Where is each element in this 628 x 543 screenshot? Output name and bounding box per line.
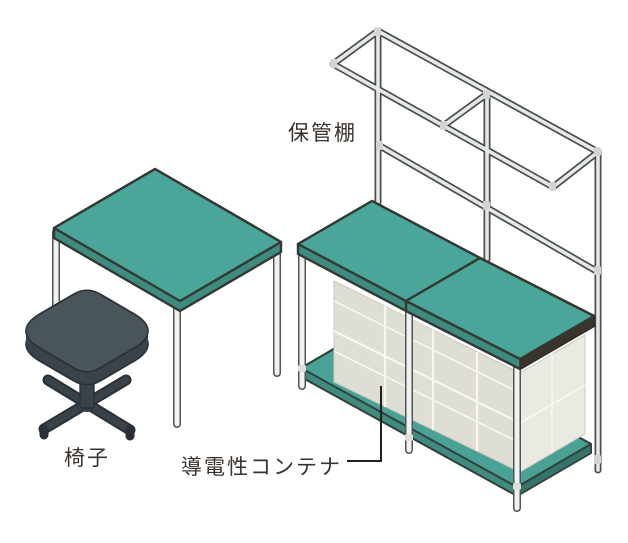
chair-seat-top <box>25 289 149 373</box>
container-seams <box>333 300 586 453</box>
label-chair: 椅子 <box>64 447 110 470</box>
workbench-tops <box>296 199 596 371</box>
conductive-containers <box>333 280 586 473</box>
storage-frame <box>329 27 602 474</box>
label-conductive-container: 導電性コンテナ <box>181 456 342 479</box>
leader-line <box>347 386 382 462</box>
frame-joints <box>330 27 601 464</box>
tabletop-surface <box>52 167 283 303</box>
chair <box>25 289 149 441</box>
leg-joint-caps <box>298 365 521 490</box>
right-benchtop-surface <box>404 256 596 361</box>
label-storage-shelf: 保管棚 <box>288 122 357 145</box>
workbench-legs <box>298 252 521 512</box>
